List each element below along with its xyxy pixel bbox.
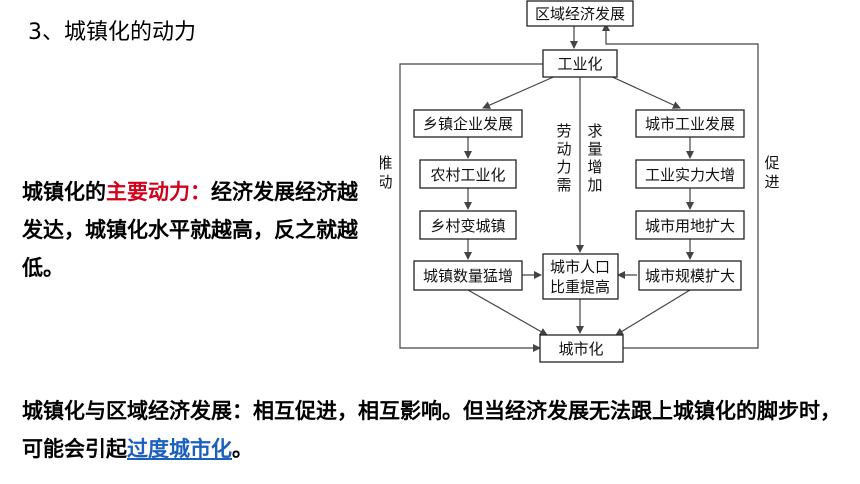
label-increase-char-1: 求 bbox=[587, 122, 602, 140]
node-regional-economy-label: 区域经济发展 bbox=[535, 5, 625, 23]
node-town-growth-label: 城镇数量猛增 bbox=[423, 267, 513, 285]
section-heading: 3、城镇化的动力 bbox=[28, 20, 196, 45]
label-labor-char-1: 劳 bbox=[556, 122, 571, 140]
label-demand-increase: 求 量 增 加 bbox=[587, 122, 602, 194]
node-urban-scale: 城市规模扩大 bbox=[638, 260, 742, 291]
node-urban-population: 城市人口 比重提高 bbox=[542, 253, 619, 300]
label-labor-char-4: 需 bbox=[556, 176, 571, 194]
node-industrial-strength-label: 工业实力大增 bbox=[645, 166, 735, 184]
label-labor-char-3: 力 bbox=[556, 158, 571, 176]
relationship-paragraph: 城镇化与区域经济发展：相互促进，相互影响。但当经济发展无法跟上城镇化的脚步时，可… bbox=[22, 392, 842, 468]
node-town-growth: 城镇数量猛增 bbox=[413, 260, 523, 291]
label-promote-char-1: 促 bbox=[764, 154, 779, 172]
left-push-frame bbox=[399, 63, 543, 352]
node-rural-industrialization-label: 农村工业化 bbox=[430, 166, 505, 184]
node-industrialization: 工业化 bbox=[542, 49, 618, 78]
relationship-text: 城镇化与区域经济发展：相互促进，相互影响。但当经济发展无法跟上城镇化的脚步时，可… bbox=[22, 399, 841, 461]
node-industrialization-label: 工业化 bbox=[557, 55, 602, 73]
label-promote-char-2: 进 bbox=[764, 173, 779, 191]
relationship-suffix: 。 bbox=[232, 437, 253, 461]
node-industrial-strength: 工业实力大增 bbox=[635, 159, 745, 189]
label-increase-char-2: 量 bbox=[587, 140, 602, 158]
node-urbanization: 城市化 bbox=[539, 334, 624, 363]
urbanization-flow-diagram: 区域经济发展 工业化 乡镇企业发展 农村工业化 乡村变城镇 城镇数量猛增 城市人… bbox=[380, 0, 780, 363]
node-township-enterprise: 乡镇企业发展 bbox=[413, 109, 523, 138]
main-driver-text: 经济发展经济越发达，城镇化水平就越高，反之就越低。 bbox=[22, 180, 358, 280]
node-township-enterprise-label: 乡镇企业发展 bbox=[423, 115, 513, 133]
label-push-char-1: 推 bbox=[380, 154, 393, 172]
node-urban-population-line2: 比重提高 bbox=[550, 278, 610, 296]
label-push-char-2: 动 bbox=[380, 173, 393, 191]
node-regional-economy: 区域经济发展 bbox=[526, 0, 634, 27]
main-driver-prefix: 城镇化的 bbox=[22, 180, 106, 204]
label-promote: 促 进 bbox=[764, 154, 779, 191]
node-urban-industry: 城市工业发展 bbox=[635, 109, 745, 138]
label-increase-char-3: 增 bbox=[587, 158, 602, 176]
node-village-to-town-label: 乡村变城镇 bbox=[430, 217, 505, 235]
node-urban-land: 城市用地扩大 bbox=[635, 210, 745, 240]
edge-industrialization-to-urban-industry bbox=[607, 74, 681, 109]
node-rural-industrialization: 农村工业化 bbox=[419, 159, 517, 189]
label-push: 推 动 bbox=[380, 154, 393, 191]
node-urban-scale-label: 城市规模扩大 bbox=[645, 267, 735, 285]
main-driver-highlight: 主要动力： bbox=[106, 180, 211, 204]
right-promote-frame bbox=[602, 23, 759, 349]
node-urban-industry-label: 城市工业发展 bbox=[645, 115, 735, 133]
label-increase-char-4: 加 bbox=[587, 176, 602, 194]
edge-industrialization-to-township bbox=[482, 74, 559, 109]
over-urbanization-link[interactable]: 过度城市化 bbox=[127, 437, 232, 461]
node-urban-land-label: 城市用地扩大 bbox=[645, 217, 735, 235]
node-village-to-town: 乡村变城镇 bbox=[419, 210, 517, 240]
label-labor-demand: 劳 动 力 需 bbox=[556, 122, 571, 194]
label-labor-char-2: 动 bbox=[556, 140, 571, 158]
main-driver-paragraph: 城镇化的主要动力：经济发展经济越发达，城镇化水平就越高，反之就越低。 bbox=[22, 173, 362, 287]
edge-towngrowth-to-urbanization bbox=[467, 289, 548, 336]
edge-scale-to-urbanization bbox=[615, 289, 691, 336]
node-urbanization-label: 城市化 bbox=[558, 340, 603, 358]
node-urban-population-line1: 城市人口 bbox=[550, 258, 610, 276]
